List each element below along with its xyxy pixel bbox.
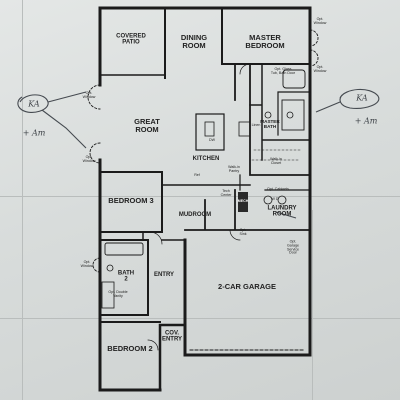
paper-grid-line xyxy=(0,318,400,319)
room-label-master-bedroom: MASTER BEDROOM xyxy=(245,33,285,50)
bath-2-vanity xyxy=(101,281,115,309)
note-linen: Linen xyxy=(251,123,261,128)
note-washer-dryer: W D xyxy=(271,197,279,202)
note-opt-window: Opt. Window xyxy=(80,260,94,268)
note-opt-cabinets: Opt. Cabinets xyxy=(267,187,289,192)
toilet xyxy=(264,111,272,119)
bath-tub xyxy=(282,69,306,89)
room-label-dining-room: DINING ROOM xyxy=(180,33,208,50)
paper-grid-line xyxy=(0,196,400,197)
door-swing xyxy=(239,63,251,75)
room-label-mudroom: MUDROOM xyxy=(178,211,212,218)
interior-wall xyxy=(99,239,149,316)
note-opt-garage-service-door: Opt. Garage Service Door xyxy=(287,239,299,255)
opt-window-arc xyxy=(309,29,319,47)
opt-window-arc xyxy=(87,84,101,110)
handwriting-line xyxy=(315,101,341,113)
interior-wall xyxy=(142,231,186,241)
note-mech: MECH xyxy=(237,199,249,204)
interior-wall xyxy=(277,91,311,136)
note-opt-window: Opt. Window xyxy=(313,65,327,73)
opt-window-arc xyxy=(89,142,101,164)
exterior-wall xyxy=(98,6,312,357)
room-label-garage: 2-CAR GARAGE xyxy=(218,282,276,292)
note-walk-in-closet: Walk-in Closet xyxy=(270,157,282,165)
handwriting-circle xyxy=(17,94,49,113)
note-opt-glass-tub: Opt. Glass Tub, Bath Door xyxy=(270,67,296,75)
shower xyxy=(281,99,305,131)
paper-grid-line xyxy=(312,210,313,400)
note-dw: DW xyxy=(209,138,215,143)
handwriting-line xyxy=(47,91,87,103)
toilet xyxy=(286,111,294,119)
room-label-covered-patio: COVERED PATIO xyxy=(116,33,146,46)
exterior-wall xyxy=(98,158,162,392)
closet-rod xyxy=(251,149,301,161)
washer xyxy=(263,195,273,205)
note-walk-in-pantry: Walk-in Pantry xyxy=(228,165,240,173)
room-label-bedroom-2: BEDROOM 2 xyxy=(107,344,153,354)
door-swing xyxy=(229,229,241,241)
room-label-entry: ENTRY xyxy=(153,271,175,278)
handwriting-line xyxy=(41,109,87,149)
interior-wall xyxy=(249,63,311,161)
door-swing xyxy=(149,231,163,245)
kitchen-sink xyxy=(204,121,215,137)
interior-wall xyxy=(239,174,311,191)
note-opt-window: Opt. Window xyxy=(313,17,327,25)
room-label-bedroom-3: BEDROOM 3 xyxy=(108,196,154,206)
opt-window-arc xyxy=(92,257,101,273)
interior-wall xyxy=(184,189,311,231)
note-opt-double-vanity: Opt. Double Vanity xyxy=(108,290,128,298)
opt-window-arc xyxy=(309,49,319,67)
interior-wall xyxy=(99,171,163,233)
exterior-wall xyxy=(158,323,187,392)
dryer xyxy=(277,195,287,205)
interior-wall xyxy=(234,63,311,176)
note-ref: Ref xyxy=(194,173,200,178)
room-label-kitchen: KITCHEN xyxy=(192,155,220,162)
handwritten-note: + Am xyxy=(22,128,46,138)
bath-2-tub xyxy=(104,242,144,256)
room-label-laundry-room: LAUNDRY ROOM xyxy=(267,205,297,218)
interior-wall xyxy=(164,7,311,79)
note-tech-center: Tech Center xyxy=(220,189,232,197)
bath-2-toilet xyxy=(106,264,114,272)
handwriting-circle xyxy=(339,88,380,109)
room-label-bath-2: BATH 2 xyxy=(117,270,135,283)
note-opt-window: Opt. Window xyxy=(82,155,96,163)
exterior-wall xyxy=(183,238,312,357)
handwritten-initials: KA xyxy=(356,93,368,103)
room-label-great-room: GREAT ROOM xyxy=(134,117,160,134)
room-label-cov-entry: COV. ENTRY xyxy=(161,330,183,343)
note-opt-sink: Opt. Sink xyxy=(239,228,247,236)
vanity xyxy=(238,121,251,137)
handwriting-line xyxy=(275,211,297,219)
door-swing xyxy=(147,339,159,351)
note-opt-window: Opt. Window xyxy=(82,91,96,99)
mech-closet xyxy=(238,192,248,212)
handwritten-note: + Am xyxy=(354,116,378,126)
room-label-master-bath: MASTER BATH xyxy=(260,119,280,129)
kitchen-island xyxy=(195,113,225,151)
handwritten-initials: KA xyxy=(28,99,40,109)
paper-grid-line xyxy=(22,0,23,400)
